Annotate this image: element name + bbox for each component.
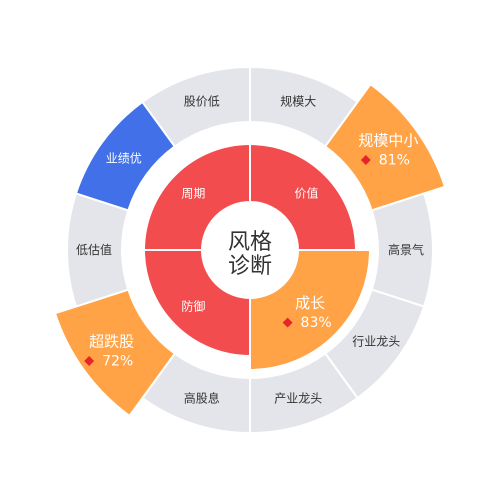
inner-segment-value: 83% (301, 315, 332, 331)
outer-segment-label: 规模大 (280, 94, 316, 109)
outer-segment-label: 产业龙头 (274, 391, 322, 405)
diamond-marker-icon (360, 155, 371, 165)
outer-segment-arc[interactable] (53, 288, 177, 418)
outer-segment-label: 业绩优 (106, 151, 142, 165)
outer-segment-value: 72% (102, 354, 133, 370)
outer-segment-arc[interactable] (323, 82, 447, 212)
inner-segment-label: 防御 (181, 299, 205, 314)
diamond-marker-icon (282, 317, 293, 328)
outer-segment[interactable]: 超跌股 72% (53, 288, 177, 418)
outer-segment[interactable]: 产业龙头 (249, 352, 359, 435)
outer-segment-arc[interactable] (141, 65, 251, 148)
outer-segment[interactable]: 规模中小 81% (323, 82, 447, 212)
outer-segment-label: 行业龙头 (352, 335, 400, 349)
outer-segment-label: 规模中小 (358, 131, 418, 149)
outer-segment-label: 股价低 (184, 95, 220, 109)
outer-segment[interactable]: 低估值 (66, 192, 130, 308)
inner-segment-label: 周期 (181, 186, 205, 200)
outer-segment-label: 高股息 (184, 390, 220, 405)
center-circle (202, 202, 298, 298)
outer-segment-label: 低估值 (76, 242, 112, 257)
center-title-line1: 风格 (228, 230, 272, 255)
outer-segment-value: 81% (379, 152, 410, 168)
outer-segment[interactable]: 股价低 (141, 65, 251, 148)
center-title-line2: 诊断 (228, 254, 272, 279)
outer-segment-label: 超跌股 (89, 333, 134, 351)
inner-segment-label: 成长 (295, 294, 325, 312)
outer-segment-label: 高景气 (388, 242, 424, 257)
center-hub: 风格 诊断 (202, 202, 298, 298)
outer-segment[interactable]: 高景气 (370, 192, 434, 308)
inner-segment-label: 价值 (295, 185, 319, 200)
